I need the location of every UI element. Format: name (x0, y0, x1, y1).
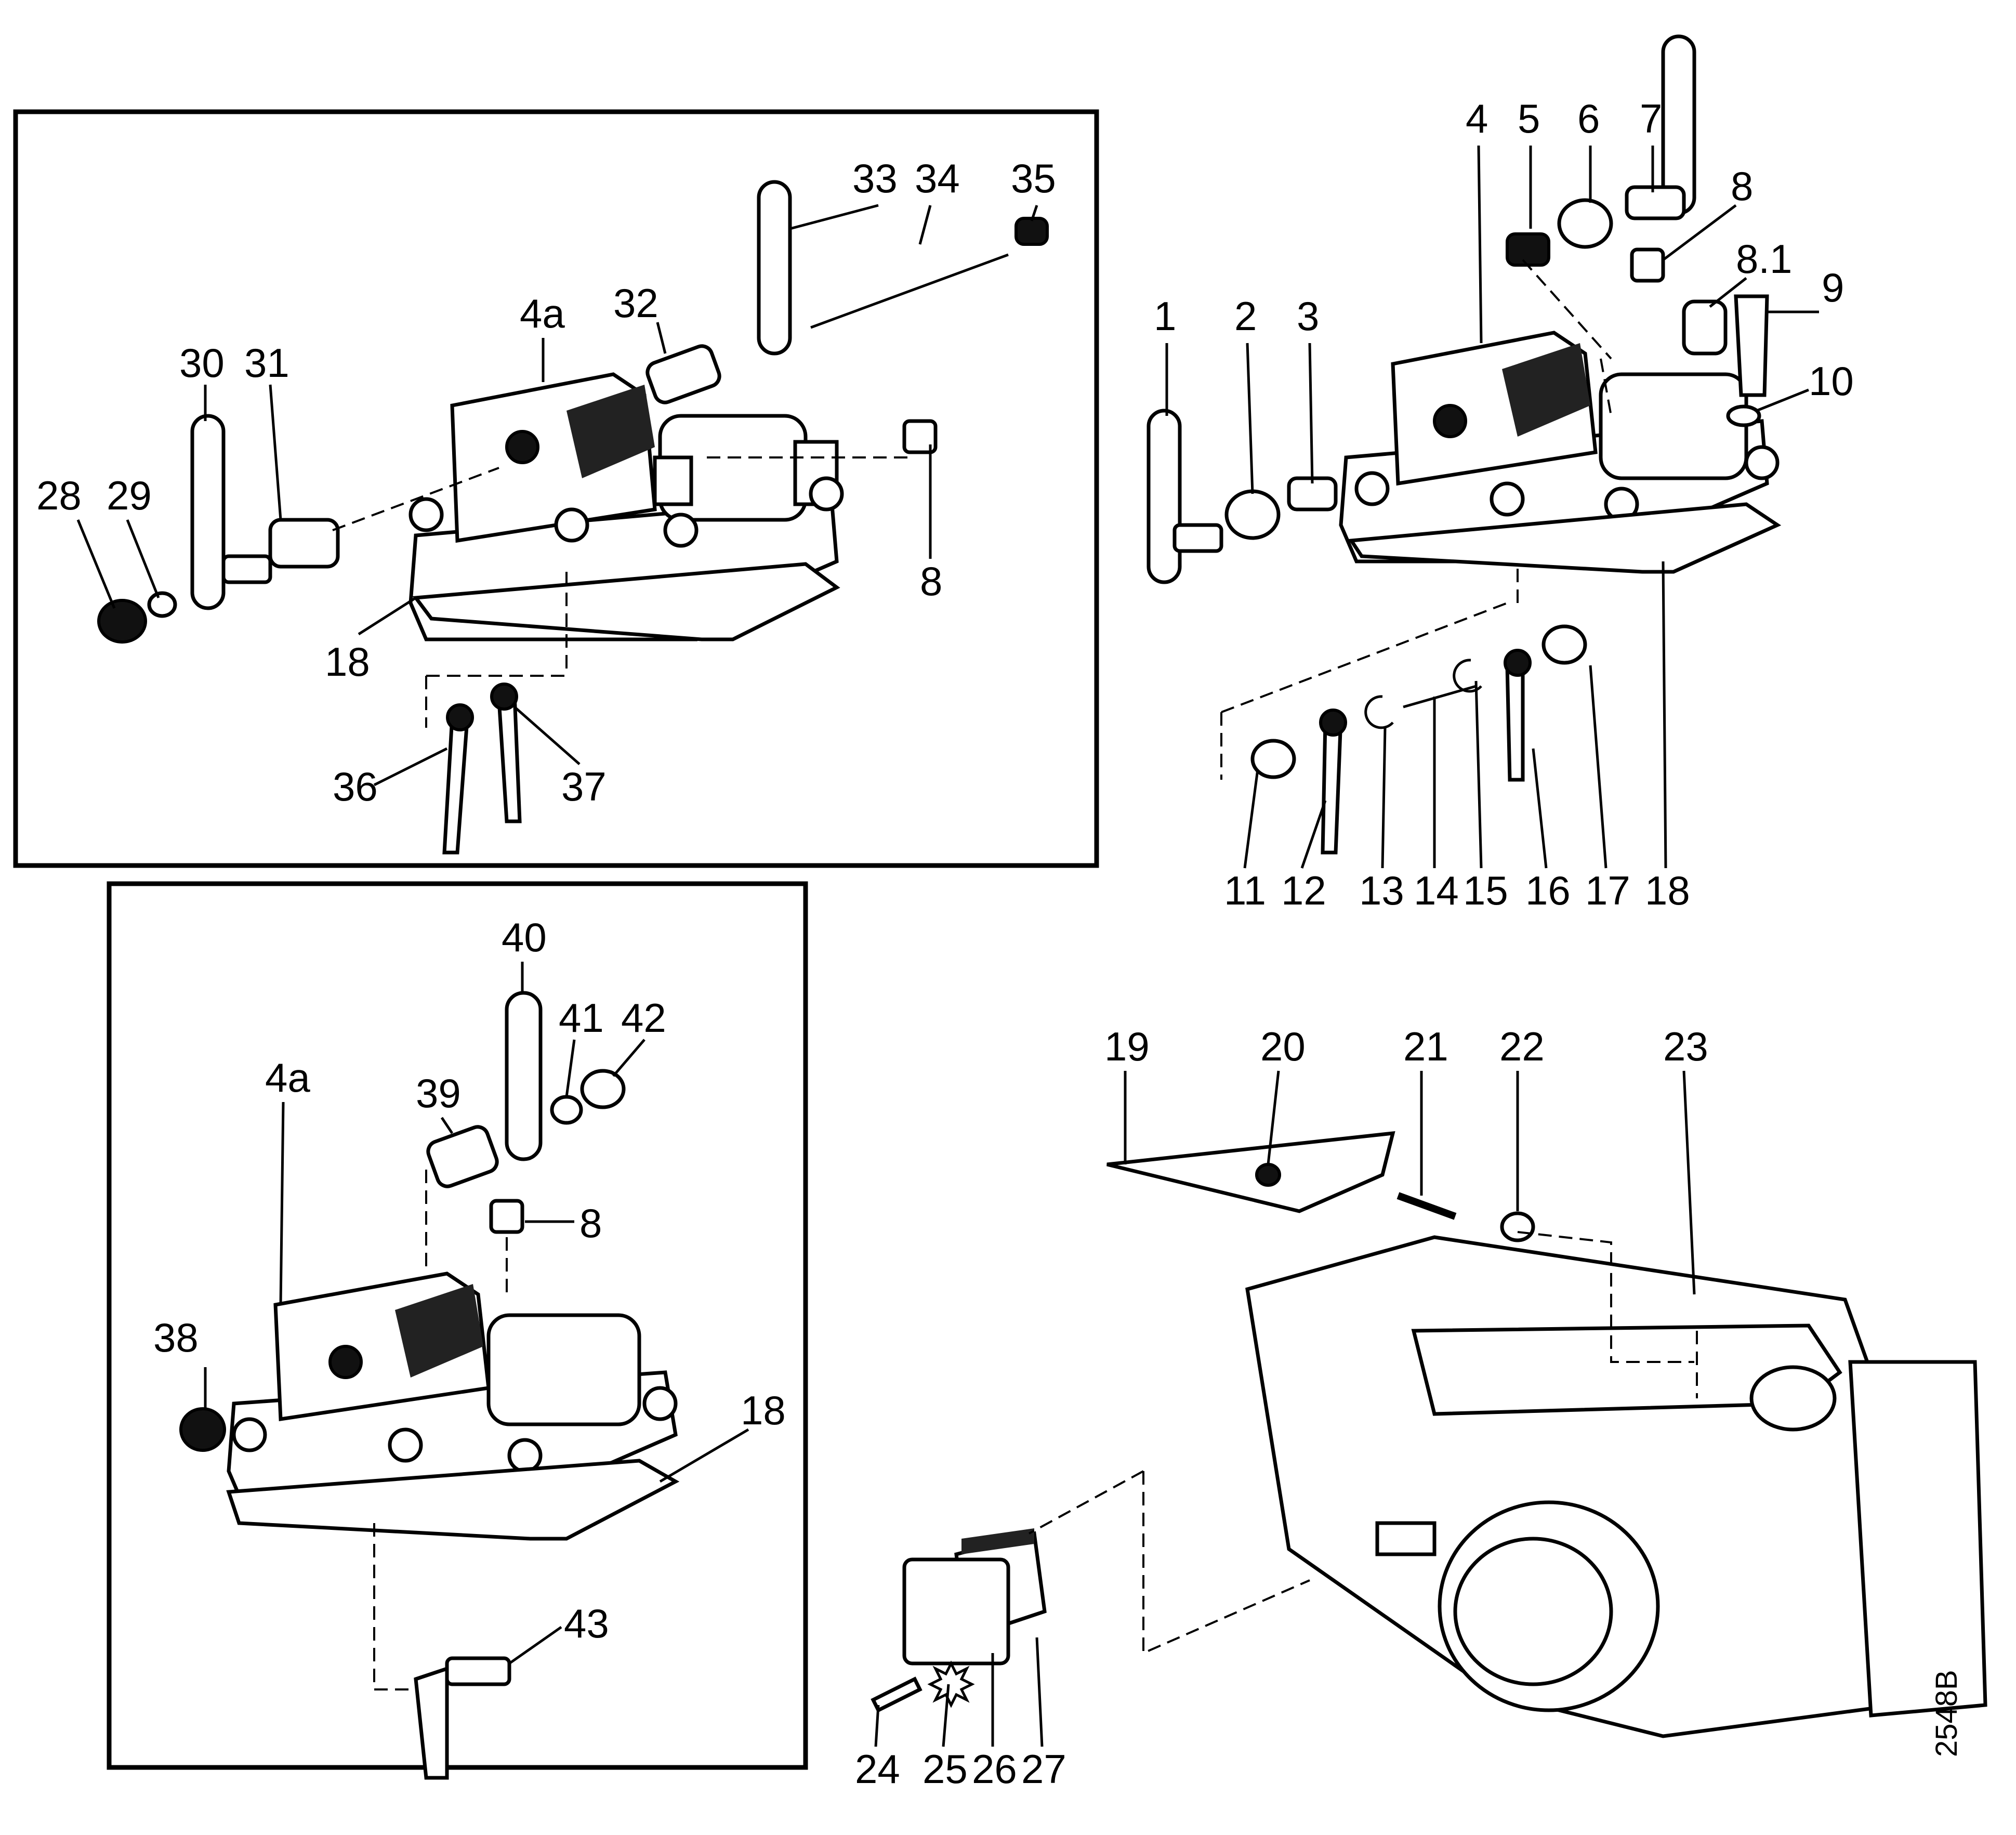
drawing-code: 2548B (1930, 1670, 1964, 1757)
callout-27: 27 (1021, 1746, 1066, 1792)
callout-10: 10 (1809, 358, 1854, 404)
callout-36: 36 (333, 764, 378, 809)
callout-19: 19 (1104, 1024, 1150, 1069)
callout-21: 21 (1403, 1024, 1448, 1069)
callout-4a-bottom-left: 4a (265, 1055, 310, 1100)
callout-3: 3 (1297, 293, 1319, 339)
callout-6: 6 (1577, 96, 1600, 141)
callout-34: 34 (915, 155, 960, 201)
callout-8-top-right: 8 (1731, 163, 1753, 209)
callout-43: 43 (564, 1601, 609, 1646)
callout-8-top-left: 8 (920, 558, 942, 604)
callout-18-top-right: 18 (1645, 868, 1690, 913)
callout-40: 40 (502, 914, 547, 960)
callout-18-top-left: 18 (325, 639, 370, 685)
panel-frame-top-left (13, 109, 1099, 868)
callout-30: 30 (179, 340, 225, 386)
cover-assembly-top-right (1147, 34, 1782, 855)
cover-assembly-bottom-left (179, 991, 680, 1780)
callout-7: 7 (1640, 96, 1662, 141)
callout-35: 35 (1011, 155, 1056, 201)
cover-assembly-top-left (97, 180, 1049, 855)
callout-24: 24 (855, 1746, 900, 1792)
callout-15: 15 (1463, 868, 1508, 913)
callout-42: 42 (621, 995, 666, 1041)
callout-33: 33 (852, 155, 898, 201)
gearbox-housing-assembly (871, 1131, 1987, 1738)
callout-39: 39 (416, 1070, 461, 1116)
callout-1: 1 (1154, 293, 1176, 339)
callout-4a-top-left: 4a (520, 291, 565, 336)
callout-28: 28 (36, 473, 82, 518)
callout-8-bottom-left: 8 (579, 1200, 602, 1246)
callout-2: 2 (1234, 293, 1257, 339)
callout-32: 32 (613, 280, 658, 326)
callout-13: 13 (1359, 868, 1404, 913)
callout-9: 9 (1822, 265, 1844, 310)
panel-frame-bottom-left (107, 881, 808, 1770)
callout-22: 22 (1499, 1024, 1545, 1069)
callout-12: 12 (1281, 868, 1326, 913)
callout-8-1: 8.1 (1736, 236, 1792, 282)
callout-5: 5 (1518, 96, 1540, 141)
callout-14: 14 (1414, 868, 1459, 913)
callout-31: 31 (244, 340, 289, 386)
callout-11: 11 (1224, 868, 1266, 913)
callout-25: 25 (923, 1746, 968, 1792)
callout-23: 23 (1663, 1024, 1708, 1069)
callout-4: 4 (1466, 96, 1488, 141)
callout-38: 38 (153, 1315, 199, 1360)
callout-29: 29 (107, 473, 152, 518)
callout-16: 16 (1525, 868, 1571, 913)
callout-20: 20 (1260, 1024, 1306, 1069)
callout-18-bottom-left: 18 (741, 1387, 786, 1433)
callout-17: 17 (1585, 868, 1630, 913)
callout-41: 41 (559, 995, 604, 1041)
callout-26: 26 (972, 1746, 1017, 1792)
callout-37: 37 (561, 764, 607, 809)
